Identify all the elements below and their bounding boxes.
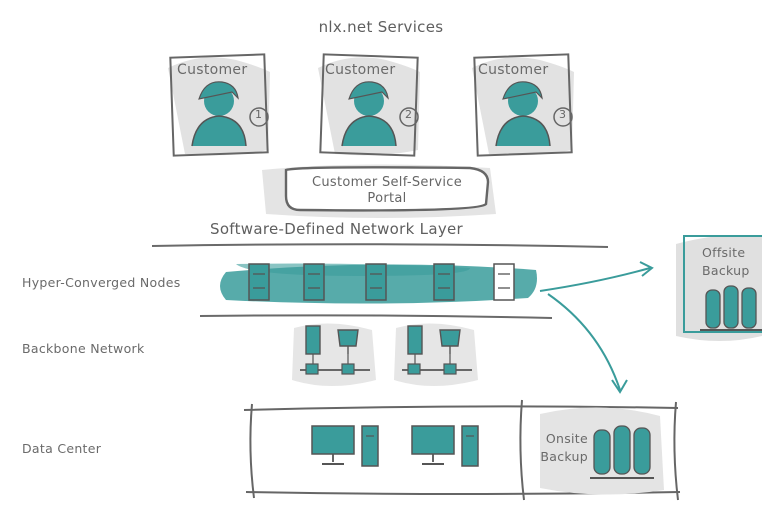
customer-box-1 <box>168 53 270 157</box>
customer-person-icon-3 <box>495 81 551 147</box>
workstation-1 <box>311 425 379 467</box>
onsite-backup-label: Onsite Backup <box>526 430 588 466</box>
offsite-backup-label: Offsite Backup <box>702 244 750 280</box>
offsite-backup-icon <box>700 285 762 331</box>
customer-number-1: 1 <box>255 108 263 121</box>
server-node-4 <box>433 263 455 301</box>
customer-label-2: Customer <box>325 62 396 78</box>
customer-person-icon-1 <box>191 81 247 147</box>
server-node-2 <box>303 263 325 301</box>
customer-number-circle-2 <box>399 107 419 127</box>
portal-label-line1: Customer Self-Service <box>311 175 463 190</box>
customer-label-1: Customer <box>177 62 248 78</box>
customer-number-circle-3 <box>553 107 573 127</box>
workstation-2 <box>411 425 479 467</box>
portal-box <box>262 164 496 218</box>
server-node-3 <box>365 263 387 301</box>
arrow-to-offsite <box>539 261 654 292</box>
backbone-cluster-1 <box>292 323 376 386</box>
customer-label-3: Customer <box>478 62 549 78</box>
server-node-1 <box>248 263 270 301</box>
portal-label-line2: Portal <box>367 191 407 206</box>
datacenter-label: Data Center <box>22 441 102 456</box>
onsite-backup-icon <box>590 425 654 479</box>
customer-person-icon-2 <box>341 81 397 147</box>
arrow-to-onsite <box>547 293 628 394</box>
customer-box-3 <box>472 53 574 157</box>
sdn-line-top <box>151 243 609 248</box>
diagram-title: nlx.net Services <box>318 18 444 36</box>
customer-box-2 <box>318 53 420 157</box>
offsite-backup-box <box>676 235 762 341</box>
nodes-label: Hyper-Converged Nodes <box>22 275 181 290</box>
portal-label: Customer Self-Service Portal <box>290 175 484 207</box>
offsite-label-line1: Offsite <box>702 245 746 260</box>
customer-number-3: 3 <box>559 108 567 121</box>
server-node-5 <box>493 263 515 301</box>
customer-number-circle-1 <box>249 107 269 127</box>
sdn-line-bottom <box>199 314 553 319</box>
onsite-backup-area <box>540 407 664 495</box>
onsite-label-line2: Backup <box>540 449 588 464</box>
backbone-cluster-2 <box>394 323 478 386</box>
customer-number-2: 2 <box>405 108 413 121</box>
sdn-layer-label: Software-Defined Network Layer <box>210 220 464 238</box>
offsite-label-line2: Backup <box>702 263 750 278</box>
onsite-label-line1: Onsite <box>545 431 588 446</box>
backbone-label: Backbone Network <box>22 341 145 356</box>
